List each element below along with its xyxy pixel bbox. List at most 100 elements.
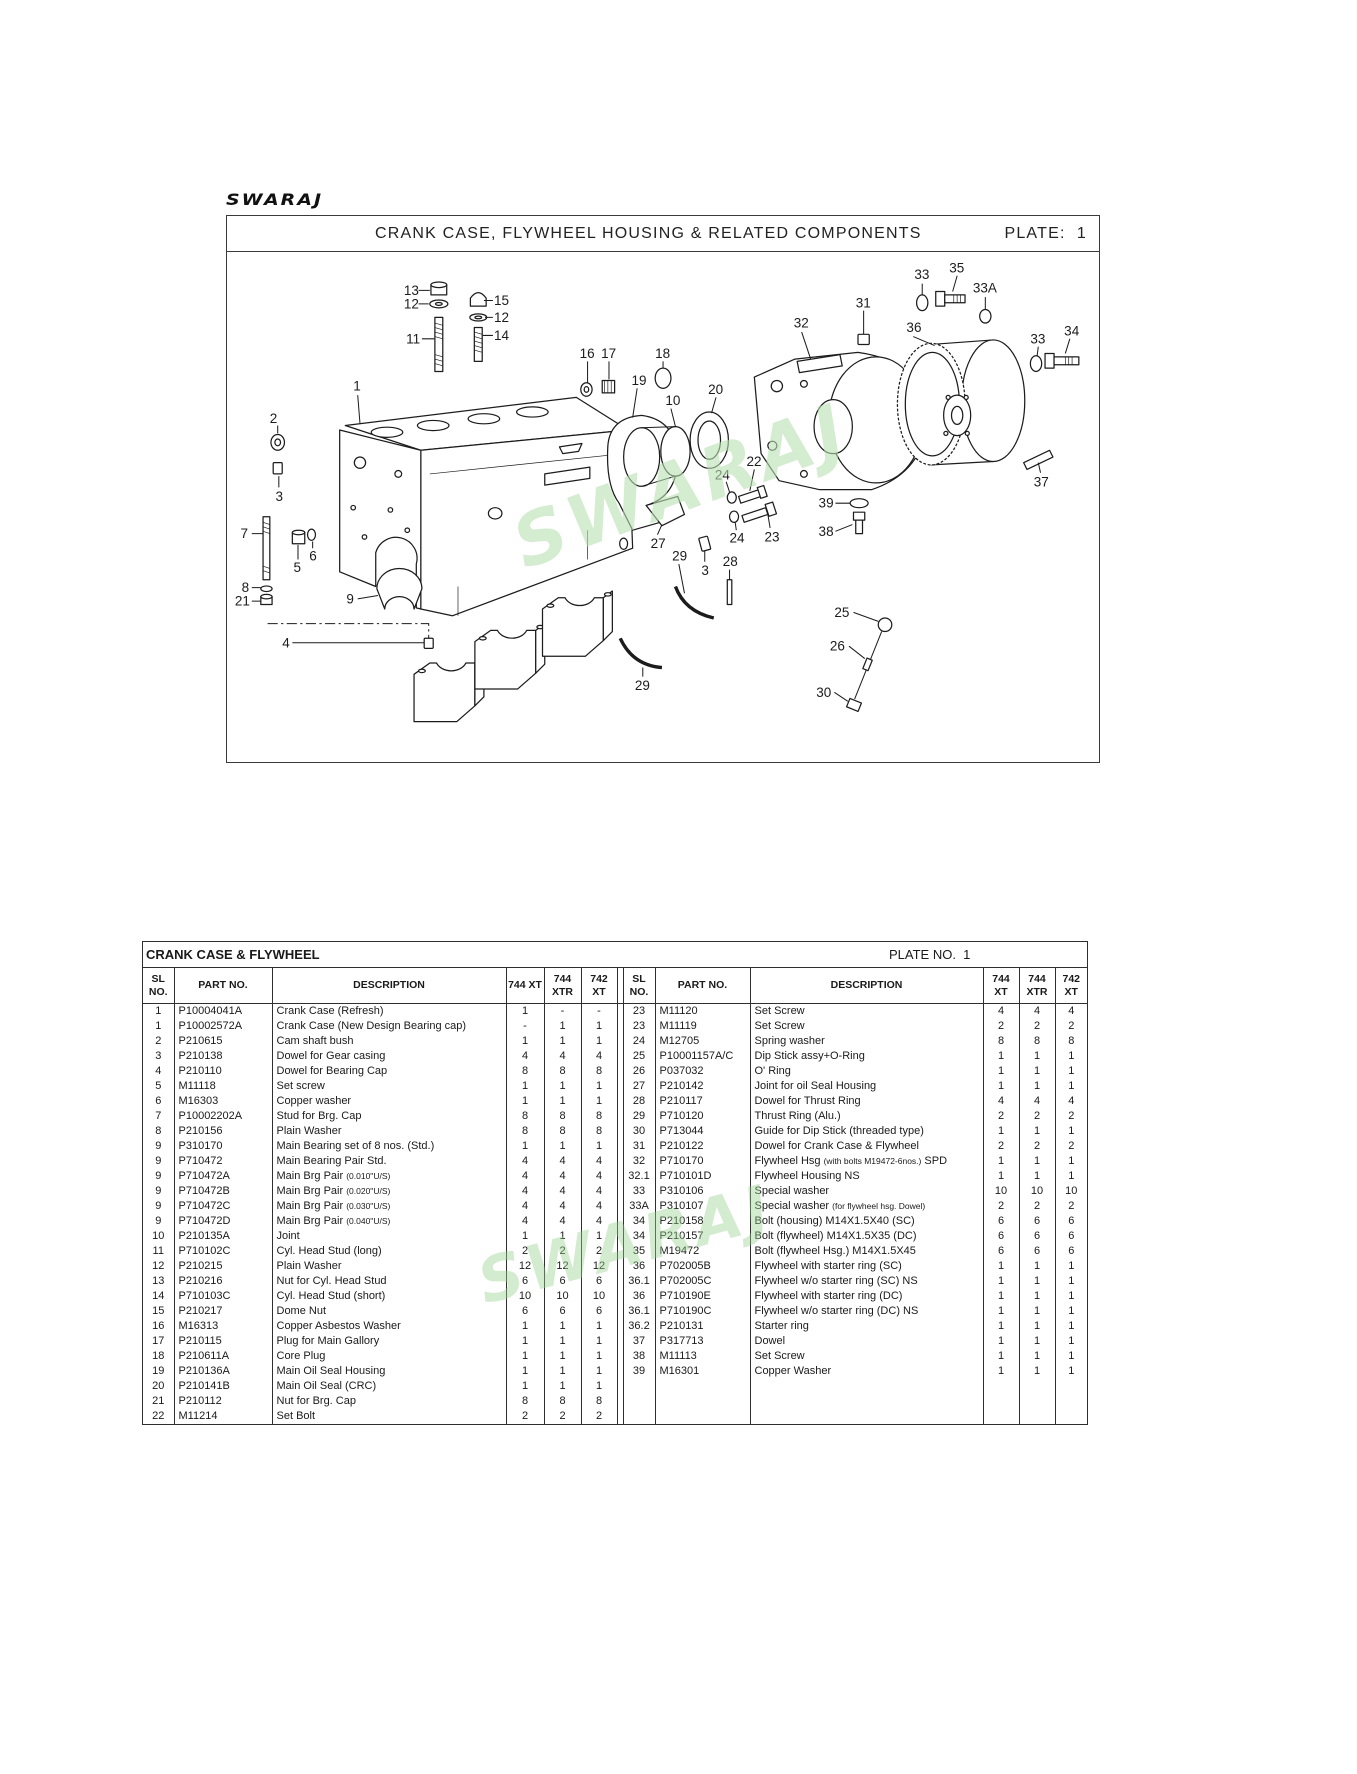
callout-label: 39 [819, 496, 834, 511]
qty-744xtr-cell: 6 [1019, 1244, 1056, 1259]
qty-744xt-cell: 8 [983, 1034, 1020, 1049]
qty-744xt-cell [983, 1379, 1020, 1394]
special-washer-dowel [979, 308, 992, 324]
spring-washer [728, 510, 740, 523]
qty-744xt-cell: 2 [506, 1244, 545, 1259]
qty-744xtr-cell: 1 [1019, 1334, 1056, 1349]
qty-744xtr-cell: 1 [1019, 1304, 1056, 1319]
part-no-cell: P037032 [655, 1064, 751, 1079]
description-cell: Flywheel Hsg (with bolts M19472-6nos.) S… [750, 1154, 984, 1169]
qty-742xt-cell: 6 [1068, 1230, 1075, 1242]
part-no-cell: P210217 [174, 1304, 273, 1319]
callout-label: 33A [973, 281, 997, 296]
callout-label: 13 [404, 283, 419, 298]
sl-no-cell: 16 [143, 1319, 175, 1334]
qty-744xtr-cell: 6 [1019, 1229, 1056, 1244]
qty-744xtr-cell: 6 [1019, 1214, 1056, 1229]
part-no-cell: P710101D [655, 1169, 751, 1184]
part-no-cell: P210157 [655, 1229, 751, 1244]
callout-label: 18 [655, 346, 670, 361]
qty-742xt-cell: 1 [1068, 1260, 1075, 1272]
qty-744xtr-cell: 1 [544, 1379, 582, 1394]
sl-no-cell: 36 [623, 1259, 656, 1274]
qty-744xt-cell: 1 [983, 1169, 1020, 1184]
column-divider [617, 1409, 624, 1424]
assembly-chain-line [267, 623, 430, 639]
part-no-cell: P710170 [655, 1154, 751, 1169]
column-divider [617, 1364, 624, 1379]
exploded-diagram-panel: CRANK CASE, FLYWHEEL HOUSING & RELATED C… [226, 215, 1100, 763]
cam-shaft-bush [270, 433, 286, 451]
qty-742xt-cell: 1 [1068, 1305, 1075, 1317]
sl-no-cell [623, 1379, 656, 1394]
qty-742xt-cell: 4 [581, 1169, 618, 1184]
qty-744xtr-cell: 8 [544, 1124, 582, 1139]
column-divider [617, 1034, 624, 1049]
callout-label: 9 [346, 591, 354, 606]
part-no-cell: P210138 [174, 1049, 273, 1064]
qty-744xt-cell: 1 [506, 1229, 545, 1244]
callout-label: 6 [309, 549, 317, 564]
copper-washer [849, 498, 869, 509]
description-note: (0.030"U/S) [346, 1201, 391, 1211]
description-cell: O' Ring [750, 1064, 984, 1079]
part-no-cell: P210141B [174, 1379, 273, 1394]
qty-744xtr-cell: 12 [544, 1259, 582, 1274]
part-no-cell: M11120 [655, 1003, 751, 1019]
qty-744xt-cell: 1 [506, 1094, 545, 1109]
qty-742xt-cell [1055, 1394, 1087, 1409]
qty-744xtr-cell: 1 [544, 1334, 582, 1349]
plain-washer [260, 585, 273, 593]
description-cell: Flywheel w/o starter ring (DC) NS [750, 1304, 984, 1319]
description-cell: Flywheel with starter ring (DC) [750, 1289, 984, 1304]
qty-744xt-cell: 6 [983, 1214, 1020, 1229]
part-no-cell: P710103C [174, 1289, 273, 1304]
sl-no-cell: 17 [143, 1334, 175, 1349]
sl-no-cell: 23 [623, 1019, 656, 1034]
part-no-cell: P10004041A [174, 1003, 273, 1019]
sl-no-cell: 23 [623, 1003, 656, 1019]
callout-label: 31 [856, 295, 871, 310]
callout-label: 33 [1030, 331, 1045, 346]
callout-label: 3 [701, 563, 709, 578]
qty-742xt-cell: 1 [581, 1094, 618, 1109]
dip-stick-assembly [854, 617, 893, 700]
qty-744xt-cell: 4 [506, 1214, 545, 1229]
part-no-cell: P710472A [174, 1169, 273, 1184]
description-cell: Set Screw [750, 1349, 984, 1364]
qty-744xt-cell: 1 [506, 1364, 545, 1379]
description-cell: Thrust Ring (Alu.) [750, 1109, 984, 1124]
sl-no-cell: 36.2 [623, 1319, 656, 1334]
column-divider [617, 1244, 624, 1259]
part-no-cell: P710472D [174, 1214, 273, 1229]
column-divider [617, 1184, 624, 1199]
qty-744xt-cell: 1 [983, 1319, 1020, 1334]
qty-742xt-cell [1055, 1379, 1087, 1394]
qty-742xt-cell: 1 [1068, 1320, 1075, 1332]
sl-no-cell: 9 [143, 1139, 175, 1154]
description-cell: Copper washer [272, 1094, 507, 1109]
qty-744xt-cell: 6 [983, 1244, 1020, 1259]
sl-no-cell: 7 [143, 1109, 175, 1124]
crankcase [339, 396, 634, 617]
flywheel-dowel [1023, 449, 1054, 471]
col-sl-no: SL NO. [143, 968, 175, 1004]
qty-742xt-cell: 1 [1068, 1125, 1075, 1137]
part-no-cell: P210131 [655, 1319, 751, 1334]
qty-742xt-cell: - [581, 1003, 618, 1019]
qty-744xt-cell: 1 [506, 1034, 545, 1049]
qty-744xtr-cell: 1 [1019, 1154, 1056, 1169]
description-text: Main Brg Pair [276, 1185, 347, 1197]
head-stud-long-assembly [429, 281, 449, 373]
part-no-cell: P210611A [174, 1349, 273, 1364]
qty-742xt-cell: 1 [581, 1349, 618, 1364]
description-cell: Nut for Brg. Cap [272, 1394, 507, 1409]
bearing-cap [413, 655, 485, 723]
qty-742xt-cell: 1 [1068, 1170, 1075, 1182]
qty-744xtr-cell: 2 [544, 1409, 582, 1424]
